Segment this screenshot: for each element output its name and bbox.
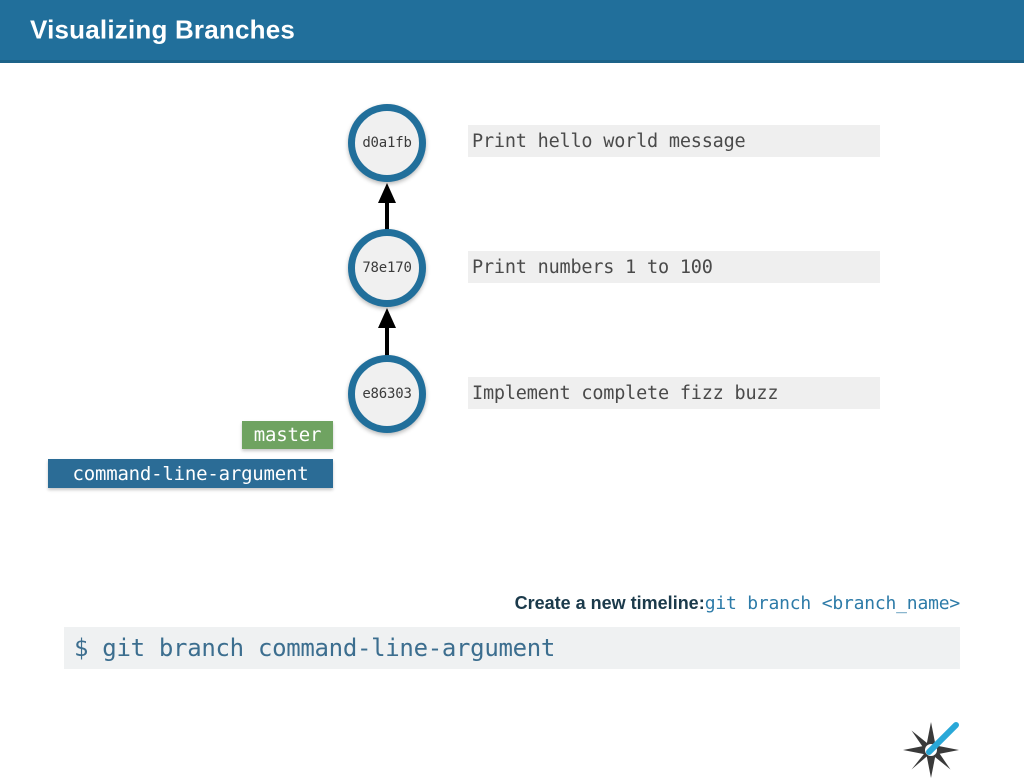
slide-body: d0a1fb 78e170 e86303 Print hello world m… [0, 63, 1024, 778]
commit-node-78e170[interactable]: 78e170 [348, 229, 426, 307]
commit-node-e86303[interactable]: e86303 [348, 355, 426, 433]
commit-hash: 78e170 [362, 260, 412, 276]
commit-hash: d0a1fb [362, 135, 412, 151]
commit-message-text: Print hello world message [472, 130, 746, 152]
caption-lead: Create a new timeline: [514, 593, 705, 613]
page-title: Visualizing Branches [30, 14, 296, 45]
branch-badge-command-line-argument[interactable]: command-line-argument [48, 459, 333, 488]
branch-badge-label: master [253, 424, 322, 446]
slide-header: Visualizing Branches [0, 0, 1024, 63]
branch-badge-label: command-line-argument [72, 462, 309, 485]
commit-message-box-2: Print numbers 1 to 100 [468, 251, 880, 283]
commit-message-text: Print numbers 1 to 100 [472, 256, 713, 278]
terminal-command-bar[interactable]: $ git branch command-line-argument [64, 627, 960, 669]
terminal-command-text: $ git branch command-line-argument [74, 634, 556, 662]
sparkle-pen-logo-icon [903, 722, 959, 778]
commit-node-d0a1fb[interactable]: d0a1fb [348, 104, 426, 182]
commit-message-box-1: Print hello world message [468, 125, 880, 157]
commit-message-box-3: Implement complete fizz buzz [468, 377, 880, 409]
caption-command: git branch <branch_name> [704, 593, 960, 614]
branch-badge-master[interactable]: master [242, 421, 333, 449]
caption-line: Create a new timeline:git branch <branch… [0, 593, 961, 614]
commit-hash: e86303 [362, 386, 412, 402]
commit-message-text: Implement complete fizz buzz [472, 382, 779, 404]
